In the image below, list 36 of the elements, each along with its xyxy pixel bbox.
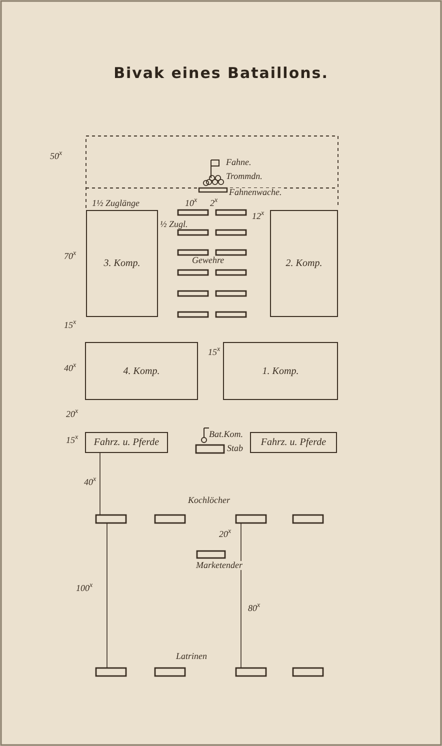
- dimension-label: 10$^{x}$: [185, 199, 198, 208]
- area-label: Fahrz. u. Pferde: [260, 437, 326, 448]
- text-label: Gewehre: [192, 256, 224, 265]
- text-label: Bat.Kom.: [209, 430, 244, 439]
- dimension-label: 50$^{x}$: [50, 152, 62, 161]
- text-label: Latrinen: [176, 652, 208, 661]
- dimension-label: 2$^{x}$: [210, 199, 218, 208]
- area-label: 3. Komp.: [104, 258, 140, 269]
- area-label: 2. Komp.: [286, 258, 322, 269]
- tent-area: [86, 210, 158, 317]
- area-label: 4. Komp.: [123, 366, 160, 376]
- text-label: Stab: [227, 444, 244, 453]
- tent-area: [85, 432, 168, 453]
- dimension-label: 15$^{x}$: [208, 348, 220, 357]
- dimension-label: 70$^{x}$: [64, 252, 76, 261]
- dimension-label: 40$^{x}$: [84, 478, 96, 487]
- title: Bivak eines Bataillons.: [112, 64, 330, 82]
- tent-area: [250, 432, 337, 453]
- text-label: Kochlöcher: [188, 496, 230, 505]
- dimension-label: 12$^{x}$: [252, 212, 264, 221]
- tent-area: [223, 342, 338, 400]
- tent-area: [270, 210, 338, 317]
- text-label: Marketender: [196, 561, 242, 570]
- dimension-label: 20$^{x}$: [66, 410, 78, 419]
- dimension-label: 15$^{x}$: [66, 436, 78, 445]
- text-label: Fahne.: [226, 158, 252, 167]
- area-label: 1. Komp.: [262, 366, 299, 376]
- tent-area: [85, 342, 198, 400]
- dimension-label: 15$^{x}$: [64, 321, 76, 330]
- dimension-label: 100$^{x}$: [76, 584, 93, 593]
- dimension-label: 20$^{x}$: [219, 530, 232, 539]
- text-label: Trommdn.: [226, 172, 262, 181]
- dimension-label: 40$^{x}$: [64, 364, 76, 373]
- dimension-label: 80$^{x}$: [248, 604, 260, 613]
- area-label: Fahrz. u. Pferde: [94, 437, 160, 448]
- text-label: Fahnenwache.: [229, 188, 282, 197]
